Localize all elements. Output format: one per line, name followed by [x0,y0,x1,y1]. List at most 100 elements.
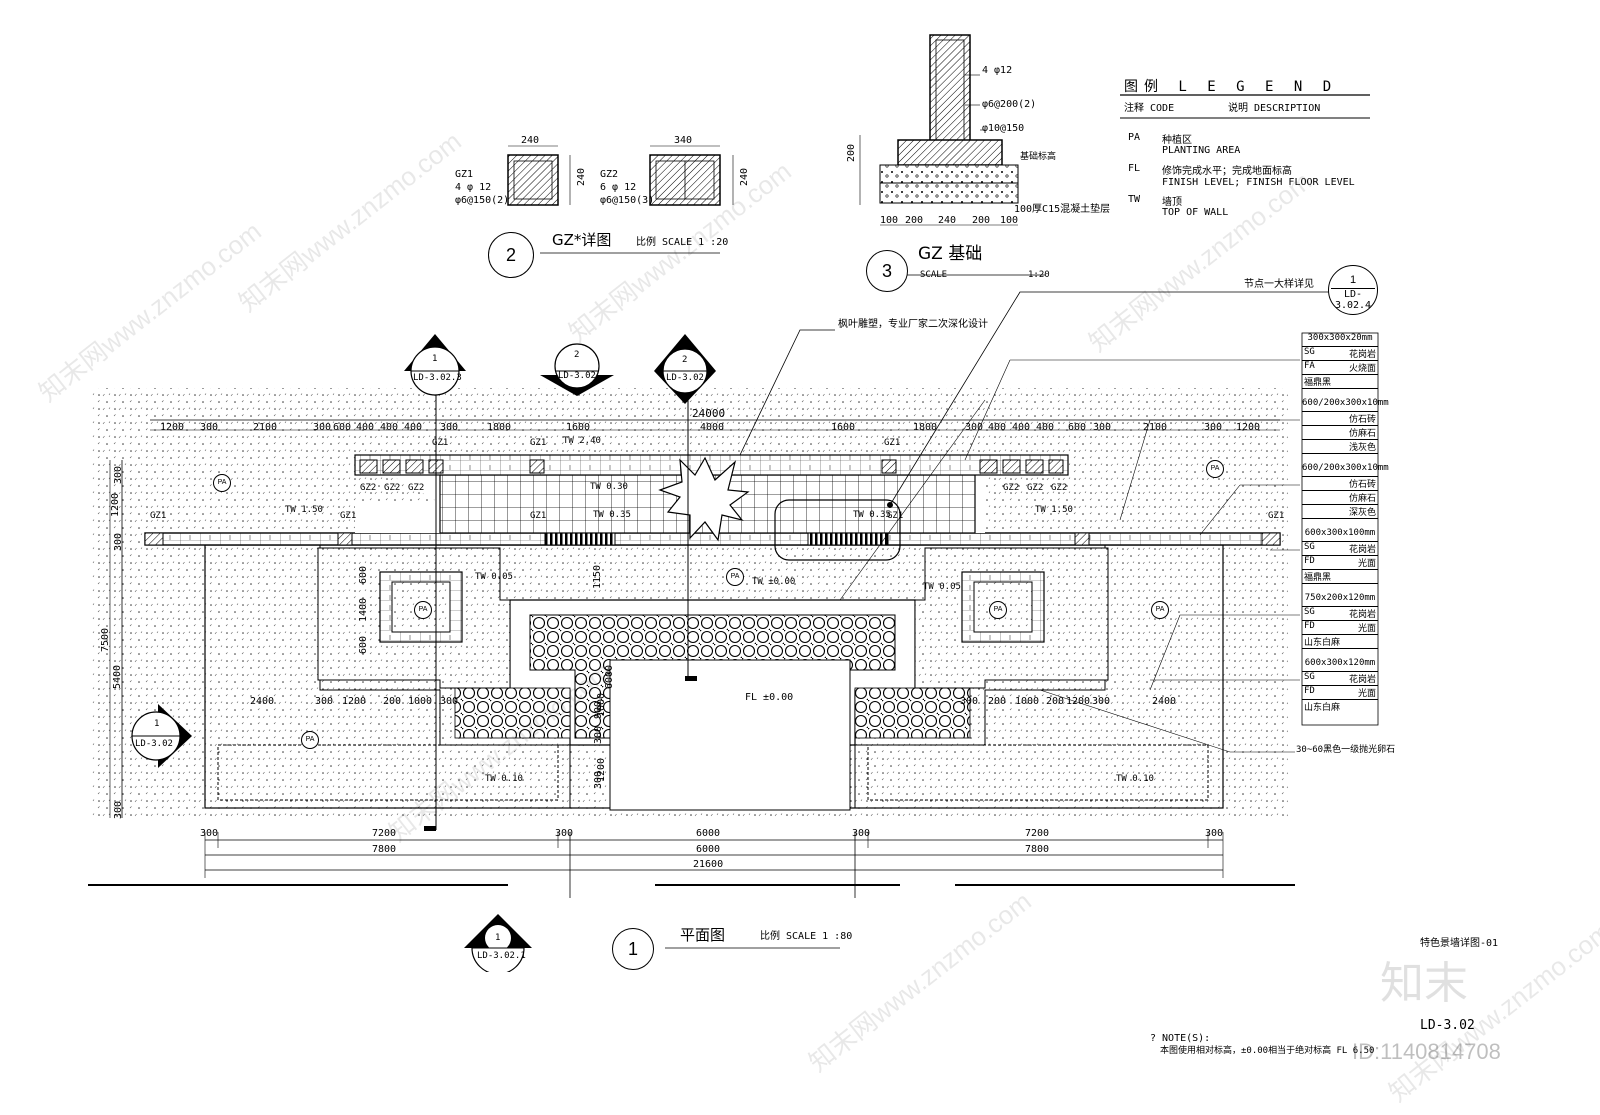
level-label: TW 0.05 [475,572,513,582]
floor-level-label: FL ±0.00 [745,692,794,703]
bottom-dim-2: 7800 [1025,844,1050,855]
material-desc: 光面 [1357,624,1376,634]
top-dim: 2100 [1143,422,1168,433]
pebble-note: 30~60黑色一级抛光卵石 [1296,745,1396,755]
gz-label: GZ1 [530,438,547,448]
top-dim: 300 [313,422,332,433]
level-label: TW 0.10 [485,774,523,784]
legend-cn-pa: 种植区 [1162,135,1192,146]
plan-top-total: 24000 [692,407,726,420]
detail-3-dim: 200 [905,215,924,226]
legend-en-pa: PLANTING AREA [1162,145,1241,156]
gz-label: GZ1 [340,511,357,521]
section-marker-num: 2 [574,350,580,360]
bottom-dim: 300 [1205,828,1224,839]
bottom-dim: 7200 [372,828,397,839]
node-ref-sheet: LD-3.02.4 [1331,288,1375,311]
section-marker: 2 LD-3.02. [646,332,724,410]
top-dim: 1200 [160,422,185,433]
node-ref-marker: 1 LD-3.02.4 [1328,265,1378,315]
legend-code-fl: FL [1128,163,1141,174]
detail-3-base-label: 基础标高 [1020,152,1057,162]
detail-3-rebar-low: φ10@150 [982,123,1025,134]
detail-3-title: GZ 基础 [918,244,983,264]
mid-dim: 300 [440,696,459,707]
detail-2-number: 2 [488,232,534,278]
pa-marker: PA [213,474,231,492]
section-marker-sheet: LD-3.02 [135,739,173,749]
detail-2-drawing [507,145,734,254]
gz-label: GZ1 [432,438,449,448]
detail-3-dim: 200 [972,215,991,226]
top-dim: 300 [965,422,984,433]
level-label: TW 0.35 [853,510,891,520]
top-dim: 2100 [253,422,278,433]
drawing-name: 特色景墙详图-01 [1420,938,1499,949]
material-size: 300x300x20mm [1302,333,1378,347]
material-stone: 福鼎黑 [1302,375,1378,389]
material-desc: 花岗岩 [1348,350,1376,360]
section-marker-triangle-icon [131,704,192,768]
gz1-rebar2: φ6@150(2) [455,195,510,206]
section-marker: 2 LD-3.02. [538,336,616,414]
legend-en-tw: TOP OF WALL [1162,207,1229,218]
mid-dim: 1200 [1066,696,1091,707]
material-code: SG [1304,542,1315,552]
bottom-dim-2: 6000 [696,844,721,855]
top-dim: 1800 [913,422,938,433]
detail-3-base-note: 100厚C15混凝土垫层 [1014,204,1111,215]
section-marker-sheet: LD-3.02.1 [477,951,526,961]
legend-cn-tw: 墙顶 [1162,197,1182,208]
top-dim: 1600 [831,422,856,433]
top-dim: 1800 [487,422,512,433]
legend-frame [1120,94,1370,119]
material-stone: 山东白麻 [1304,703,1341,713]
top-dim: 300 [1093,422,1112,433]
top-dim: 300 [200,422,219,433]
detail-3-number: 3 [866,250,908,292]
gz-label: GZ1 [1268,511,1285,521]
material-desc: 光面 [1357,559,1376,569]
section-marker-triangle-icon [540,343,614,396]
material-stone: 福鼎黑 [1302,570,1378,584]
top-dim: 300 [440,422,459,433]
level-label: TW 1.50 [285,505,323,515]
section-marker: 1 LD-3.02 [122,700,194,772]
bottom-dim: 300 [852,828,871,839]
mid-dim: 300 [960,696,979,707]
level-label: TW 1.50 [1035,505,1073,515]
section-marker-num: 1 [495,933,501,943]
mid-dim: 200 [383,696,402,707]
top-dim: 300 [1204,422,1223,433]
detail-3-dim: 100 [880,215,899,226]
level-label: TW 0.10 [1116,774,1154,784]
pa-marker: PA [726,568,744,586]
mid-dim: 1000 [408,696,433,707]
section-marker-sheet: LD-3.02. [666,373,710,383]
gz1-width: 240 [521,135,540,146]
material-table-frame [1301,332,1379,726]
material-desc: 花岗岩 [1348,675,1376,685]
material-desc: 仿麻石 [1302,491,1378,505]
material-desc: 浅灰色 [1302,440,1378,454]
material-size: 600x300x120mm [1302,658,1378,672]
mid-dim: 1000 [1015,696,1040,707]
pa-marker: PA [989,601,1007,619]
node-ref-text: 节点一大样详见 [1244,279,1314,290]
node-ref-num: 1 [1349,274,1357,286]
gz2-rebar2: φ6@150(3) [600,195,655,206]
section-marker: 1 LD-3.02.3 [396,332,474,410]
site-logo: 知末 [1380,959,1468,1008]
top-dim: 400 [1036,422,1055,433]
pa-marker: PA [1206,460,1224,478]
section-marker-triangle-icon [464,914,532,975]
section-marker-triangle-icon [654,334,716,404]
material-desc: 光面 [1357,689,1376,699]
legend-en-fl: FINISH LEVEL; FINISH FLOOR LEVEL [1162,177,1355,188]
detail-3-dim: 240 [938,215,957,226]
